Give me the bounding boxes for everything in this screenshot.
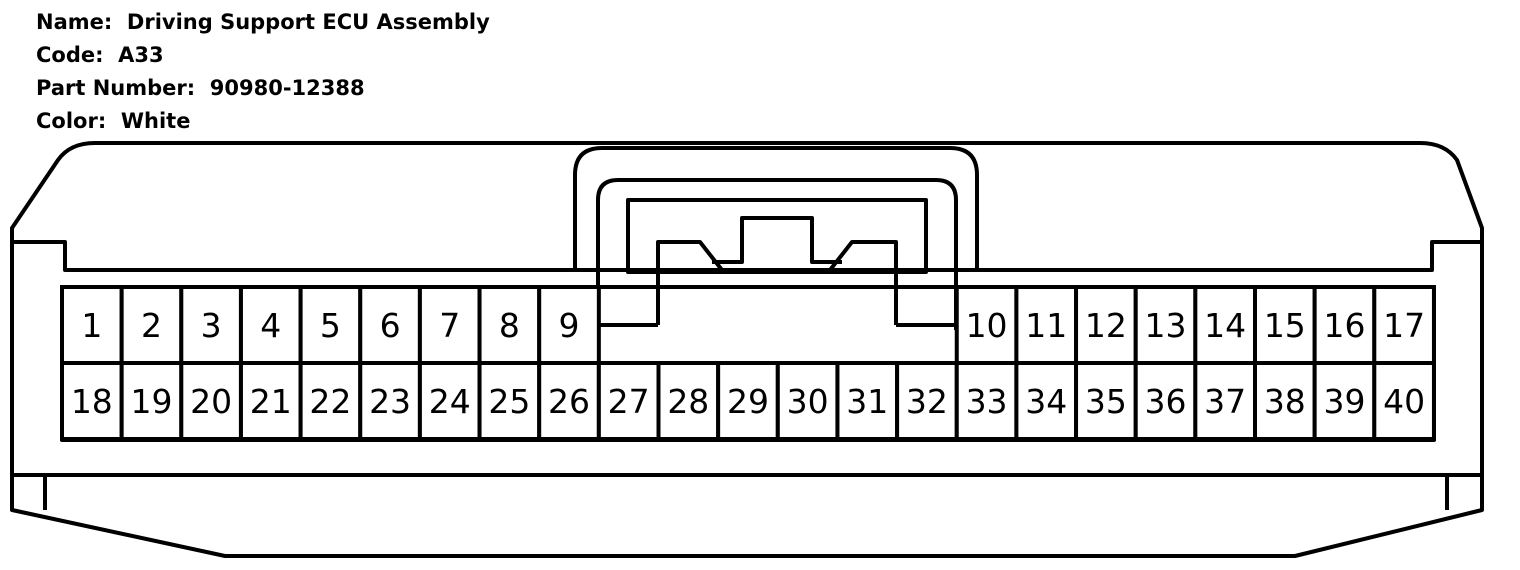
pin-cavity [1253, 361, 1317, 441]
pin-number: 24 [429, 382, 471, 421]
pin-number: 6 [380, 306, 401, 345]
pin-number: 4 [260, 306, 281, 345]
color-line: Color: White [36, 105, 490, 138]
pin-cavity [1312, 361, 1377, 441]
pin-cavity [1014, 285, 1079, 365]
code-value: A33 [118, 43, 164, 67]
part-number-label: Part Number: [36, 76, 196, 100]
pin-cavity [1372, 285, 1436, 365]
pin-number: 16 [1323, 306, 1365, 345]
pin-number: 36 [1145, 382, 1187, 421]
part-number-line: Part Number: 90980-12388 [36, 72, 490, 105]
pin-number: 39 [1323, 382, 1365, 421]
pin-number: 30 [787, 382, 829, 421]
pin-number: 26 [548, 382, 590, 421]
pin-number: 13 [1145, 306, 1187, 345]
pin-number: 25 [488, 382, 530, 421]
pin-cavity [119, 285, 184, 365]
pin-row-bottom: 18 19 20 21 22 23 24 25 26 27 28 29 30 31 32 33 34 35 36 37… [60, 361, 1436, 441]
pin-cavity [1372, 361, 1436, 441]
pin-number: 15 [1264, 306, 1306, 345]
color-label: Color: [36, 109, 107, 133]
pin-number: 40 [1383, 382, 1425, 421]
color-value: White [120, 109, 191, 133]
code-label: Code: [36, 43, 104, 67]
pin-number: 27 [608, 382, 650, 421]
name-label: Name: [36, 10, 113, 34]
pin-cavity [835, 361, 900, 441]
pin-number: 31 [846, 382, 888, 421]
pin-number: 11 [1025, 306, 1067, 345]
connector-info: Name: Driving Support ECU Assembly Code:… [36, 6, 490, 138]
pin-cavity [656, 361, 721, 441]
pin-cavity [537, 361, 601, 441]
pin-number: 14 [1204, 306, 1246, 345]
pin-number: 9 [559, 306, 580, 345]
pin-number: 32 [906, 382, 948, 421]
code-line: Code: A33 [36, 39, 490, 72]
pin-number: 12 [1085, 306, 1127, 345]
pin-cavity [358, 361, 422, 441]
pin-number: 10 [966, 306, 1008, 345]
pin-number: 8 [499, 306, 520, 345]
pin-number: 34 [1025, 382, 1067, 421]
name-value: Driving Support ECU Assembly [126, 10, 490, 34]
pin-number: 35 [1085, 382, 1127, 421]
pin-number: 29 [727, 382, 769, 421]
pin-number: 1 [81, 306, 102, 345]
pin-cavity [179, 361, 243, 441]
pin-cavity [775, 361, 840, 441]
pin-cavity [1133, 361, 1198, 441]
pin-number: 17 [1383, 306, 1425, 345]
pin-cavity [954, 361, 1019, 441]
pin-number: 22 [309, 382, 351, 421]
pin-cavity [1074, 361, 1138, 441]
pin-cavity [1193, 361, 1257, 441]
pin-number: 18 [71, 382, 113, 421]
pin-cavity [477, 361, 542, 441]
pin-number: 33 [966, 382, 1008, 421]
pin-number: 7 [439, 306, 460, 345]
pin-cavity [895, 361, 959, 441]
part-number-value: 90980-12388 [209, 76, 365, 100]
pin-number: 28 [667, 382, 709, 421]
pin-number: 5 [320, 306, 341, 345]
pin-number: 2 [141, 306, 162, 345]
pin-number: 19 [130, 382, 172, 421]
pin-number: 20 [190, 382, 232, 421]
pin-number: 38 [1264, 382, 1306, 421]
pin-cavity [119, 361, 184, 441]
pin-cavity [596, 361, 661, 441]
name-line: Name: Driving Support ECU Assembly [36, 6, 490, 39]
pin-cavity [954, 285, 1019, 365]
pin-number: 23 [369, 382, 411, 421]
pin-number: 37 [1204, 382, 1246, 421]
pin-number: 3 [201, 306, 222, 345]
pin-number: 21 [250, 382, 292, 421]
